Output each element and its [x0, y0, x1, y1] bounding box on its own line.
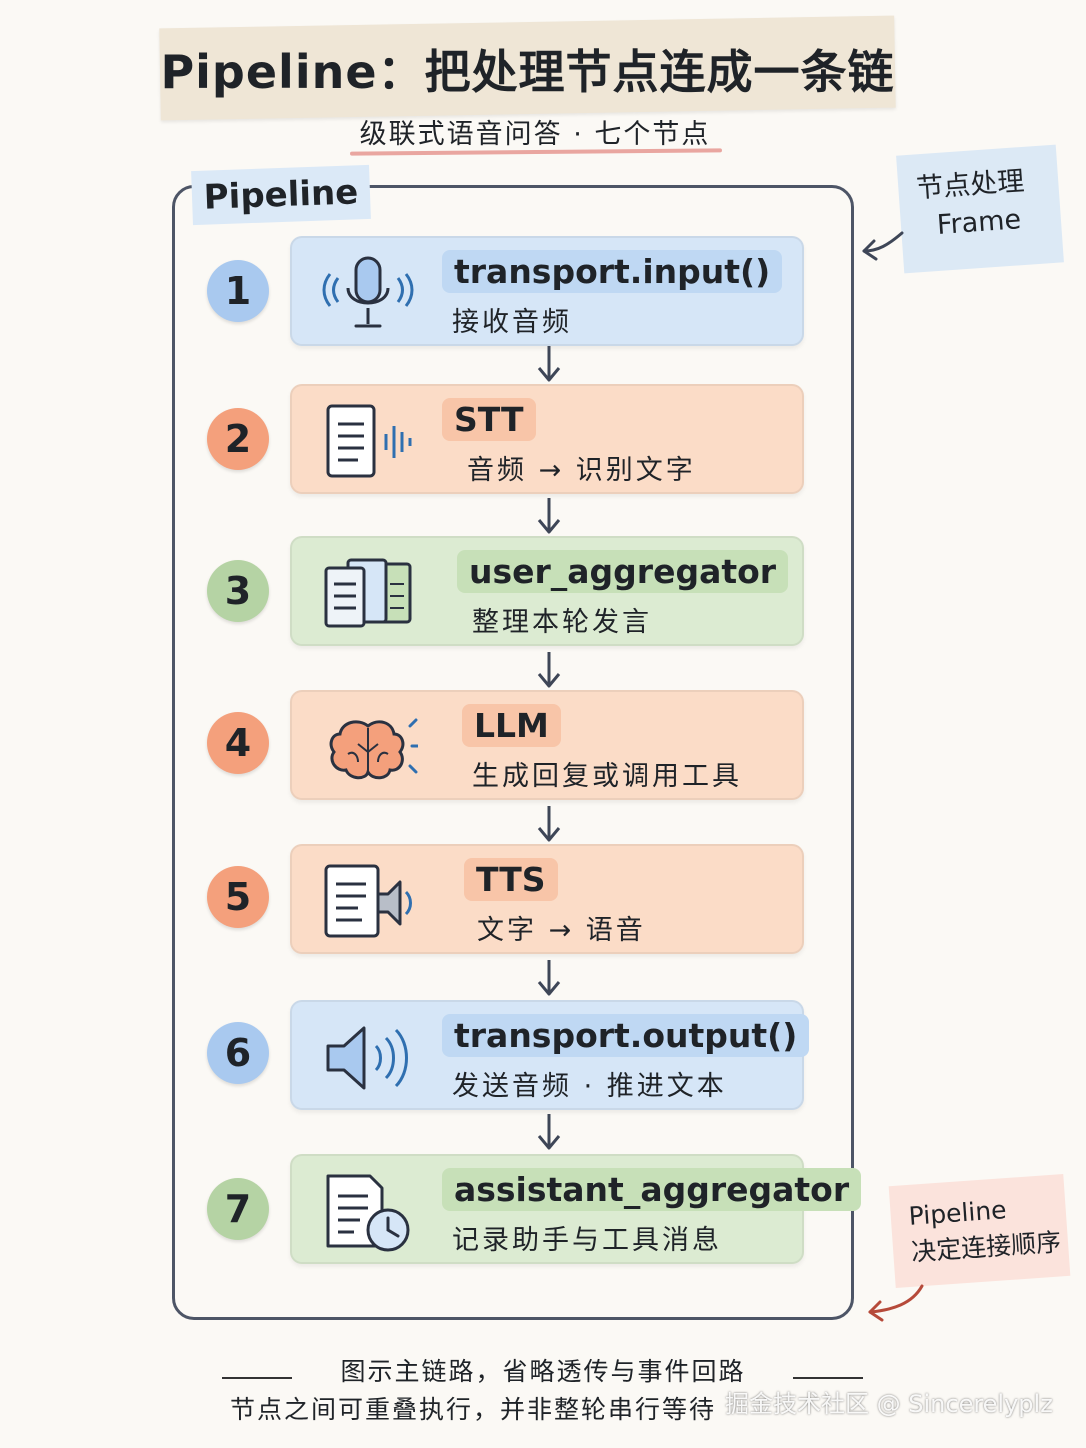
step-llm: LLM 生成回复或调用工具 [290, 690, 804, 800]
step-number-3: 3 [207, 560, 269, 622]
subtitle: 级联式语音问答 · 七个节点 [359, 119, 711, 150]
pipeline-frame-label: Pipeline [191, 164, 371, 226]
down-arrow-icon [537, 346, 561, 382]
step-stt: STT 音频 → 识别文字 [290, 384, 804, 494]
step-number-7: 7 [207, 1178, 269, 1240]
step-number-6: 6 [207, 1022, 269, 1084]
step-desc: 音频 → 识别文字 [467, 455, 696, 486]
watermark: 掘金技术社区 @ Sincerelyplz [725, 1390, 1053, 1418]
footer-line-1: 图示主链路，省略透传与事件回路 [340, 1357, 746, 1386]
step-transport-input: transport.input() 接收音频 [290, 236, 804, 346]
microphone-icon [322, 256, 414, 328]
step-desc: 记录助手与工具消息 [452, 1225, 722, 1256]
step-desc: 整理本轮发言 [472, 607, 652, 638]
documents-icon [324, 558, 412, 628]
step-name: transport.input() [442, 250, 783, 293]
step-number-5: 5 [207, 866, 269, 928]
footer-rule-left [222, 1377, 292, 1379]
step-number-4: 4 [207, 712, 269, 774]
speaker-icon [326, 1026, 408, 1090]
footer-line-2: 节点之间可重叠执行，并非整轮串行等待 [229, 1395, 716, 1424]
step-name: TTS [464, 858, 558, 901]
step-transport-output: transport.output() 发送音频 · 推进文本 [290, 1000, 810, 1110]
step-desc: 接收音频 [452, 307, 572, 338]
step-name: LLM [462, 704, 561, 747]
step-desc: 文字 → 语音 [477, 915, 646, 946]
down-arrow-icon [537, 1114, 561, 1150]
note-frame: 节点处理 Frame [896, 144, 1064, 274]
down-arrow-icon [537, 498, 561, 534]
speech-to-text-icon [326, 404, 412, 478]
step-assistant-aggregator: assistant_aggregator 记录助手与工具消息 [290, 1154, 862, 1264]
step-number-2: 2 [207, 408, 269, 470]
step-name: transport.output() [442, 1014, 810, 1057]
step-desc: 生成回复或调用工具 [472, 761, 742, 792]
footer-rule-right [793, 1377, 863, 1379]
step-name: assistant_aggregator [442, 1168, 862, 1211]
text-to-speech-icon [324, 864, 412, 938]
note-order: Pipeline 决定连接顺序 [888, 1174, 1071, 1288]
page-title: Pipeline：把处理节点连成一条链 [160, 45, 895, 99]
step-name: STT [442, 398, 536, 441]
brain-icon [329, 718, 418, 780]
pipeline-frame [172, 185, 854, 1320]
step-number-1: 1 [207, 260, 269, 322]
note-frame-arrow-icon [862, 231, 904, 261]
step-tts: TTS 文字 → 语音 [290, 844, 804, 954]
step-name: user_aggregator [457, 550, 789, 593]
step-desc: 发送音频 · 推进文本 [452, 1071, 727, 1102]
document-clock-icon [326, 1174, 410, 1252]
step-user-aggregator: user_aggregator 整理本轮发言 [290, 536, 804, 646]
down-arrow-icon [537, 806, 561, 842]
down-arrow-icon [537, 652, 561, 688]
note-order-arrow-icon [868, 1284, 924, 1322]
down-arrow-icon [537, 960, 561, 996]
